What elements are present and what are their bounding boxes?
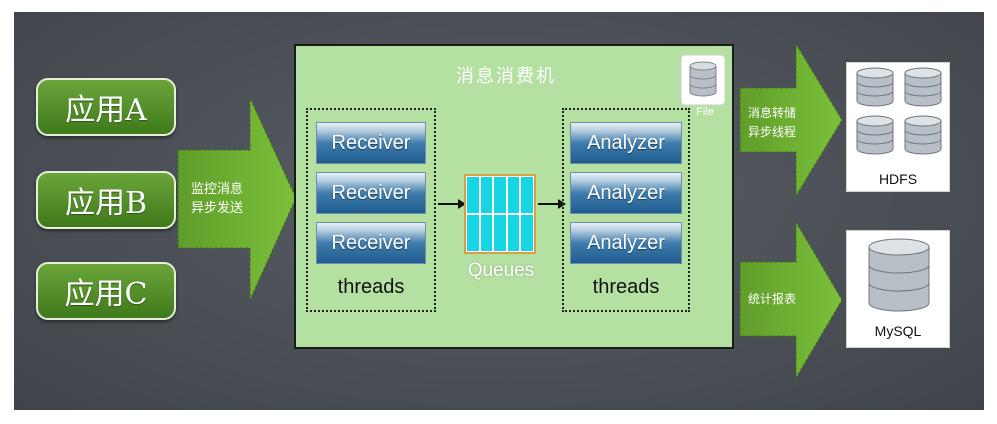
analyzer-2: Analyzer [570,172,682,214]
queues-label: Queues [467,260,535,281]
hdfs-card: HDFS [846,62,950,192]
queue-cell [520,214,534,252]
analyzer-3: Analyzer [570,222,682,264]
report-text: 统计报表 [747,292,796,306]
hdfs-servers-icon [856,67,942,155]
message-consumer-panel: 消息消费机 Receiver Receiver Receiver threads… [294,44,734,349]
queue-cell [520,176,534,214]
report-arrow [739,220,843,380]
queue-cell [506,176,521,214]
queue-cell [466,176,480,214]
receiver-1: Receiver [316,122,426,164]
queue-cell [493,176,507,214]
monitor-send-line-1: 监控消息 [190,182,243,197]
queue-grid [464,174,536,254]
monitor-send-line-2: 异步发送 [190,201,243,216]
mysql-database-icon [868,238,930,312]
queue-cell [479,214,494,252]
queue-arrows [438,199,566,209]
app-a-label: 应用A [65,93,147,128]
analyzer-thread-group [562,108,690,312]
analyzer-1: Analyzer [570,122,682,164]
receiver-thread-group [306,108,436,312]
transfer-line-1: 消息转储 [747,106,796,120]
file-database-icon [680,54,726,106]
mysql-card: MySQL [846,230,950,348]
queue-cell [466,214,480,252]
analyzer-threads-label: threads [592,276,660,298]
monitor-send-text: 监控消息 异步发送 [186,180,248,218]
queue-cell [506,214,521,252]
hdfs-label: HDFS [878,171,918,187]
receiver-2: Receiver [316,172,426,214]
app-c-box: 应用C [36,262,176,320]
queue-cell [479,176,494,214]
app-b-label: 应用B [64,186,148,221]
monitor-send-arrow [177,97,297,301]
app-a-box: 应用A [36,78,176,136]
transfer-arrow [739,42,843,198]
transfer-line-2: 异步线程 [747,125,796,139]
receiver-threads-label: threads [337,276,405,298]
mysql-label: MySQL [874,323,922,339]
app-b-box: 应用B [36,171,176,229]
receiver-3: Receiver [316,222,426,264]
app-c-label: 应用C [64,277,148,312]
consumer-title: 消息消费机 [456,66,556,87]
transfer-text: 消息转储 异步线程 [744,104,800,142]
file-label: File [696,106,714,118]
queue-cell [493,214,507,252]
